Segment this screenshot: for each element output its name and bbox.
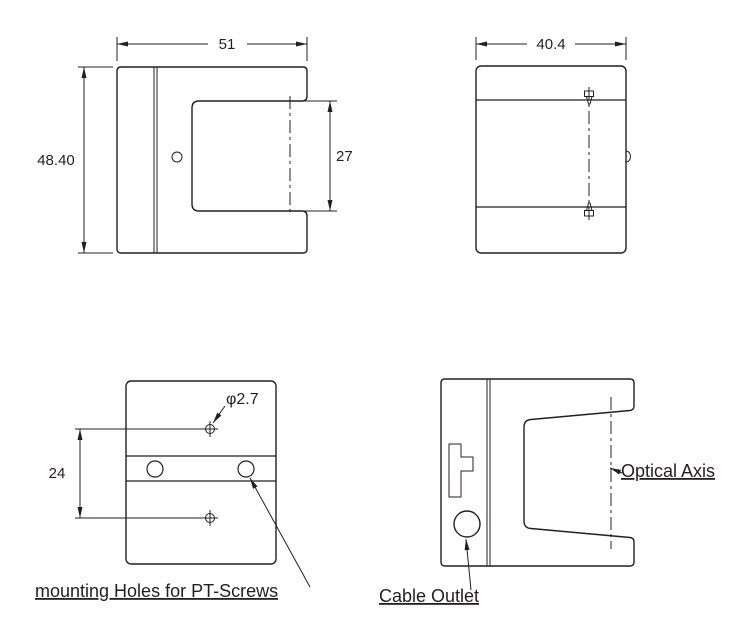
mounting-holes-label: mounting Holes for PT-Screws	[35, 581, 278, 601]
side-view: 40.4	[475, 36, 631, 254]
front-indicator-hole	[171, 151, 183, 163]
leader-line	[609, 467, 623, 475]
side-depth-dimension: 40.4	[475, 36, 627, 60]
hole-spacing-value: 24	[49, 465, 66, 482]
lens-hole-left	[146, 460, 164, 478]
front-body-outline	[116, 66, 308, 254]
leader-line	[249, 477, 311, 588]
emitter-tip	[586, 202, 593, 211]
cable-outlet-callout: Cable Outlet	[379, 538, 479, 606]
emitter-body	[584, 90, 594, 97]
front-width-dimension: 51	[116, 36, 308, 61]
lens-hole-right	[237, 460, 255, 478]
front-width-value: 51	[219, 36, 236, 53]
side-right-bump	[625, 150, 631, 163]
leader-line	[464, 538, 472, 591]
hole-spacing-dimension: 24	[49, 428, 202, 519]
front-height-dimension: 48.40	[37, 66, 113, 254]
front-slot-dimension: 27	[296, 100, 353, 212]
cable-side-view: Optical Axis Cable Outlet	[379, 378, 715, 606]
back-view: φ2.7 24 mounting Holes for PT-Screws	[35, 380, 311, 601]
side-depth-value: 40.4	[536, 36, 565, 53]
mounting-hole-bottom	[202, 510, 218, 526]
emitter-body	[584, 210, 594, 217]
mounting-hole-top	[202, 421, 218, 437]
cable-outlet-circle	[453, 510, 481, 538]
front-slot-value: 27	[336, 148, 353, 165]
hole-diameter-callout: φ2.7	[212, 391, 259, 424]
cable-outlet-label: Cable Outlet	[379, 586, 479, 606]
emitter-tip	[586, 96, 593, 105]
mounting-clip-notch	[448, 443, 474, 498]
side-body-outline	[475, 65, 627, 254]
front-view: 51 48.40 27	[37, 36, 353, 254]
optical-axis-label: Optical Axis	[621, 461, 715, 481]
mounting-holes-callout: mounting Holes for PT-Screws	[35, 477, 311, 601]
leader-line	[212, 405, 226, 424]
optical-axis-callout: Optical Axis	[609, 461, 715, 481]
side-bottom-emitter	[584, 202, 594, 217]
cable-body-outline	[440, 378, 635, 567]
hole-diameter-value: φ2.7	[226, 391, 259, 408]
side-top-emitter	[584, 90, 594, 105]
front-height-value: 48.40	[37, 152, 75, 169]
back-body-outline	[125, 380, 277, 565]
